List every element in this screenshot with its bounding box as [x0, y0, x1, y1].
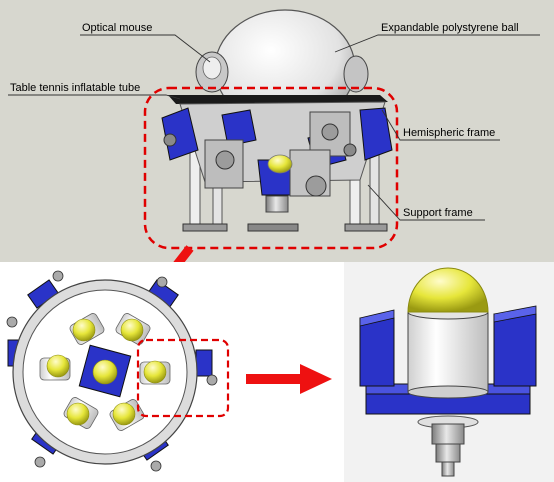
yellow-ball: [267, 154, 293, 174]
bolt-head: [206, 374, 218, 386]
bearing-nut: [305, 175, 327, 197]
table-tennis-tube: [168, 95, 388, 104]
bearing-nut: [163, 133, 177, 147]
bolt-nut: [431, 423, 465, 445]
yellow-ball: [46, 354, 70, 378]
arrow-right: [246, 364, 332, 394]
leader-lines: [8, 34, 540, 221]
leader-hemispheric-frame: [381, 109, 500, 141]
label-ball: Expandable polystyrene ball: [381, 22, 519, 34]
yellow-ball: [112, 402, 136, 426]
blue-block: [359, 107, 393, 161]
ball-holder-detail: [359, 267, 537, 477]
leader-support-frame: [367, 184, 485, 221]
bracket-left: [359, 317, 395, 387]
label-inflatable-tube: Table tennis inflatable tube: [10, 82, 140, 94]
yellow-ball-center: [92, 359, 118, 385]
label-optical-mouse: Optical mouse: [82, 22, 152, 34]
center-bolt: [265, 195, 289, 213]
optical-mouse-right: [343, 55, 369, 93]
leader-ball: [334, 34, 540, 53]
blue-block: [195, 349, 213, 377]
bearing-nut: [321, 123, 339, 141]
yellow-ball: [72, 318, 96, 342]
yellow-ball: [120, 318, 144, 342]
blue-block: [161, 107, 199, 161]
highlight-frame-bottom: [136, 338, 230, 418]
bolt-shaft: [441, 461, 455, 477]
holder-cylinder-base: [407, 385, 489, 399]
frame-top-view: [6, 270, 218, 472]
bracket-left-top: [359, 309, 395, 327]
blue-block: [221, 109, 257, 147]
bearing-nut: [343, 143, 357, 157]
bolt-head: [150, 460, 162, 472]
yellow-ball: [66, 402, 90, 426]
support-foot: [247, 223, 299, 232]
yellow-ball: [407, 267, 489, 313]
label-support-frame: Support frame: [403, 207, 473, 219]
bolt-head: [6, 316, 18, 328]
bolt-head: [156, 276, 168, 288]
mouse-button: [202, 56, 222, 80]
bracket-right: [493, 313, 537, 387]
support-foot: [182, 223, 228, 232]
assembled-device: [161, 9, 393, 232]
bearing-nut: [215, 150, 235, 170]
label-hemispheric-frame: Hemispheric frame: [403, 127, 495, 139]
bolt-nut: [435, 443, 461, 463]
bracket-right-top: [493, 305, 537, 323]
leader-optical-mouse: [80, 34, 211, 63]
yellow-ball: [143, 360, 167, 384]
bolt-head: [52, 270, 64, 282]
holder-cylinder: [407, 311, 489, 393]
leader-inflatable-tube: [8, 94, 181, 100]
support-foot: [344, 223, 388, 232]
bolt-head: [34, 456, 46, 468]
